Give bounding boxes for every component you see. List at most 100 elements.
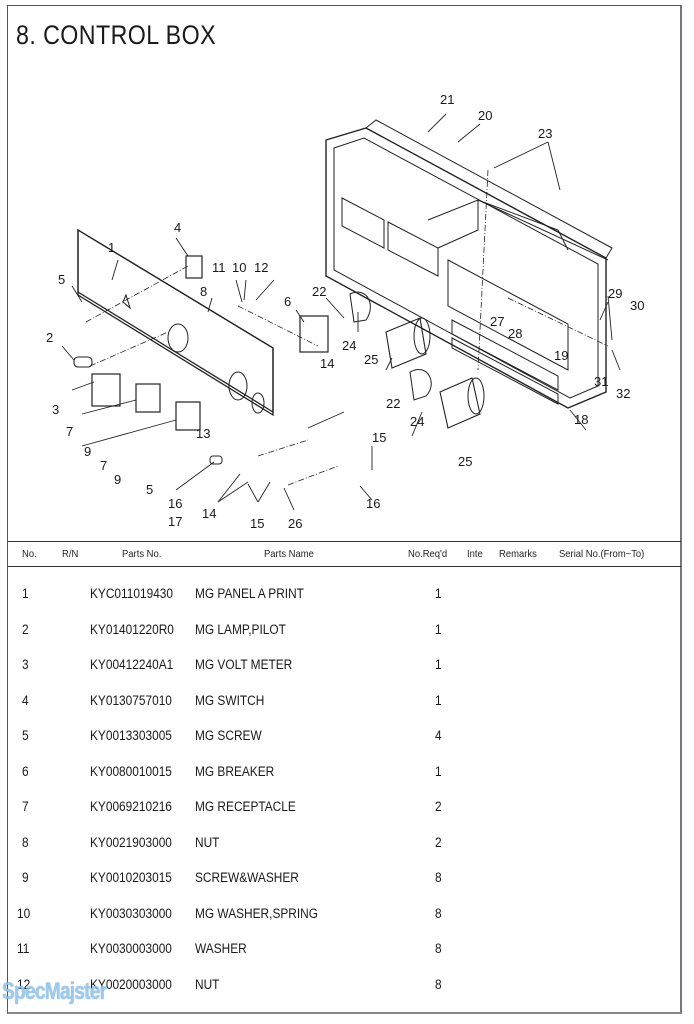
row-parts-name: MG WASHER,SPRING xyxy=(195,906,318,921)
col-header-parts-name: Parts Name xyxy=(264,548,314,560)
col-header-parts-no: Parts No. xyxy=(122,548,162,560)
row-no: 8 xyxy=(22,835,29,850)
row-no: 5 xyxy=(22,728,29,743)
row-parts-no: KY0013303005 xyxy=(90,728,172,743)
front-panel xyxy=(77,228,274,417)
row-parts-name: MG SCREW xyxy=(195,728,262,743)
row-parts-no: KY0080010015 xyxy=(90,764,172,779)
row-parts-no: KY0021903000 xyxy=(90,835,172,850)
callout-24a: 24 xyxy=(342,338,356,353)
col-header-remarks: Remarks xyxy=(499,548,537,560)
callout-16a: 16 xyxy=(168,496,182,511)
callout-9a: 9 xyxy=(84,444,91,459)
row-parts-name: MG BREAKER xyxy=(195,764,275,779)
row-qty: 8 xyxy=(435,977,442,992)
row-no: 11 xyxy=(17,941,30,956)
row-qty: 1 xyxy=(435,586,442,601)
row-no: 4 xyxy=(22,693,29,708)
row-parts-name: NUT xyxy=(195,835,220,850)
row-parts-no: KY0010203015 xyxy=(90,870,172,885)
row-parts-no: KYC011019430 xyxy=(90,586,174,601)
callout-1: 1 xyxy=(108,240,115,255)
callout-20: 20 xyxy=(478,108,492,123)
callout-6: 6 xyxy=(284,294,291,309)
row-qty: 1 xyxy=(435,764,442,779)
callout-21: 21 xyxy=(440,92,454,107)
row-no: 12 xyxy=(17,977,31,992)
row-no: 3 xyxy=(22,657,29,672)
row-parts-name: MG SWITCH xyxy=(195,693,265,708)
callout-32: 32 xyxy=(616,386,630,401)
callout-11: 11 xyxy=(212,260,226,275)
table-row: 1 KYC011019430 MG PANEL A PRINT 1 xyxy=(0,586,694,606)
exploded-parts-diagram: 21 20 23 4 1 11 10 12 5 8 22 6 27 29 30 … xyxy=(8,70,680,540)
callout-16b: 16 xyxy=(366,496,380,511)
control-box-housing xyxy=(325,119,613,409)
callout-2: 2 xyxy=(46,330,53,345)
callout-7a: 7 xyxy=(66,424,73,439)
callout-18: 18 xyxy=(574,412,588,427)
table-header-bottom-rule xyxy=(8,566,681,567)
row-qty: 1 xyxy=(435,657,442,672)
callout-10: 10 xyxy=(232,260,246,275)
callout-5a: 5 xyxy=(58,272,65,287)
callout-31: 31 xyxy=(594,374,608,389)
callout-17: 17 xyxy=(168,514,182,529)
col-header-qty: No.Req'd xyxy=(408,548,448,560)
callout-19: 19 xyxy=(554,348,568,363)
row-parts-no: KY00412240A1 xyxy=(90,657,174,672)
table-row: 6 KY0080010015 MG BREAKER 1 xyxy=(0,764,694,784)
callout-22b: 22 xyxy=(386,396,400,411)
row-qty: 2 xyxy=(435,799,442,814)
watermark-logo: SpecMajster xyxy=(2,978,107,1005)
table-row: 10 KY0030303000 MG WASHER,SPRING 8 xyxy=(0,906,694,926)
callout-14a: 14 xyxy=(320,356,334,371)
row-no: 6 xyxy=(22,764,29,779)
callout-23: 23 xyxy=(538,126,552,141)
callout-lines xyxy=(61,113,621,511)
row-parts-no: KY0030303000 xyxy=(90,906,172,921)
callout-7b: 7 xyxy=(100,458,107,473)
row-no: 7 xyxy=(22,799,29,814)
table-row: 11 KY0030003000 WASHER 8 xyxy=(0,941,694,961)
page-title: 8. CONTROL BOX xyxy=(16,20,216,50)
callout-15b: 15 xyxy=(250,516,264,531)
callout-15a: 15 xyxy=(372,430,386,445)
callout-26: 26 xyxy=(288,516,302,531)
col-header-inte: Inte xyxy=(467,548,483,560)
row-parts-no: KY0020003000 xyxy=(90,977,172,992)
table-row: 2 KY01401220R0 MG LAMP,PILOT 1 xyxy=(0,622,694,642)
row-parts-name: NUT xyxy=(195,977,220,992)
components xyxy=(73,255,485,465)
callout-13: 13 xyxy=(196,426,210,441)
row-parts-name: MG VOLT METER xyxy=(195,657,293,672)
callout-22a: 22 xyxy=(312,284,326,299)
row-qty: 4 xyxy=(435,728,442,743)
row-parts-name: MG LAMP,PILOT xyxy=(195,622,286,637)
callout-4: 4 xyxy=(174,220,181,235)
callout-14b: 14 xyxy=(202,506,216,521)
callout-28: 28 xyxy=(508,326,522,341)
row-no: 1 xyxy=(22,586,29,601)
row-parts-name: WASHER xyxy=(195,941,247,956)
row-qty: 8 xyxy=(435,941,442,956)
callout-29: 29 xyxy=(608,286,622,301)
diagram-svg: 21 20 23 4 1 11 10 12 5 8 22 6 27 29 30 … xyxy=(46,92,644,531)
row-qty: 8 xyxy=(435,906,442,921)
table-row: 7 KY0069210216 MG RECEPTACLE 2 xyxy=(0,799,694,819)
callout-numbers: 21 20 23 4 1 11 10 12 5 8 22 6 27 29 30 … xyxy=(46,92,644,531)
row-no: 10 xyxy=(17,906,31,921)
row-parts-name: SCREW&WASHER xyxy=(195,870,299,885)
callout-30: 30 xyxy=(630,298,644,313)
table-row: 4 KY0130757010 MG SWITCH 1 xyxy=(0,693,694,713)
row-qty: 1 xyxy=(435,622,442,637)
col-header-no: No. xyxy=(22,548,37,560)
table-row: 5 KY0013303005 MG SCREW 4 xyxy=(0,728,694,748)
row-parts-no: KY01401220R0 xyxy=(90,622,174,637)
page-frame xyxy=(7,5,682,1014)
row-parts-no: KY0069210216 xyxy=(90,799,172,814)
callout-27: 27 xyxy=(490,314,504,329)
row-qty: 1 xyxy=(435,693,442,708)
col-header-rn: R/N xyxy=(62,548,79,560)
row-parts-name: MG PANEL A PRINT xyxy=(195,586,304,601)
